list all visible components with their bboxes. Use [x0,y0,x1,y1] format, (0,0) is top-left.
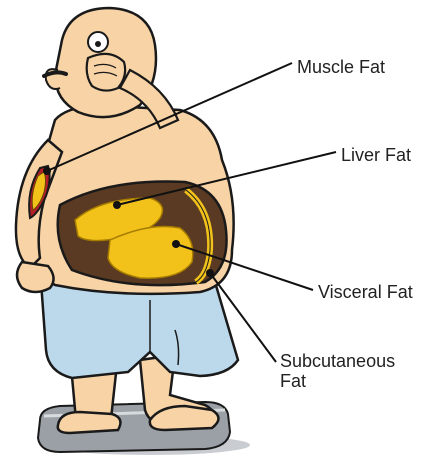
label-subcutaneous-line1: Subcutaneous [280,351,395,371]
label-visceral-fat: Visceral Fat [318,282,413,302]
label-muscle-fat: Muscle Fat [297,57,385,77]
head [44,8,178,128]
label-subcutaneous-line2: Fat [280,371,395,391]
belly-cross-section [58,181,227,285]
label-subcutaneous-fat: Subcutaneous Fat [280,351,395,391]
label-liver-fat: Liver Fat [341,145,411,165]
